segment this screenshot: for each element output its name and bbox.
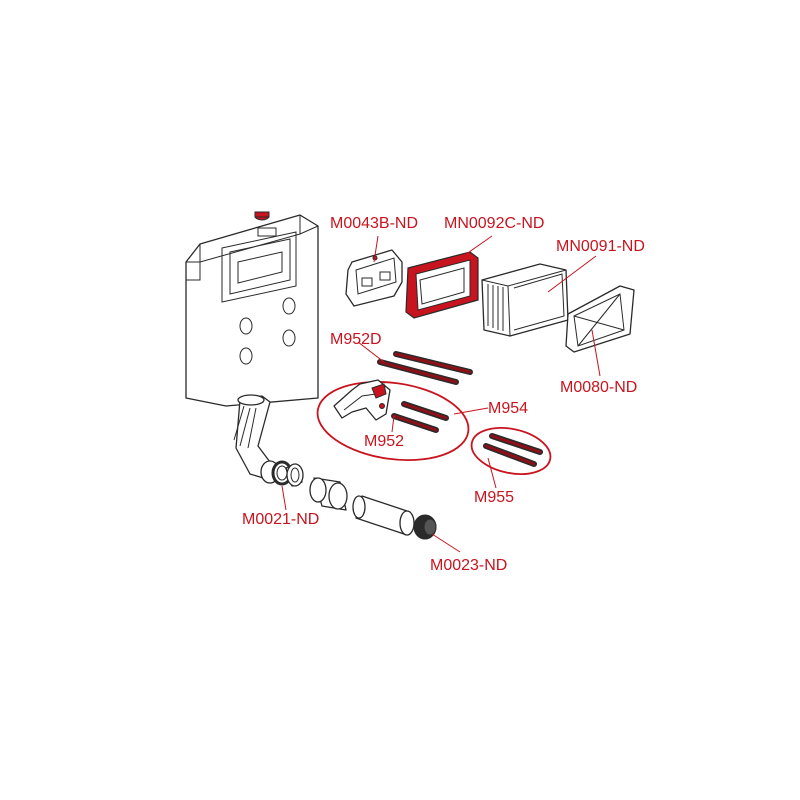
flush-elbow — [233, 394, 280, 484]
pipe-connector — [285, 463, 304, 487]
label-m0043b: M0043B-ND — [330, 215, 418, 232]
label-mn0091: MN0091-ND — [556, 238, 645, 255]
long-pipe — [352, 495, 415, 536]
box-mn0091 — [481, 263, 569, 337]
label-m0080: M0080-ND — [560, 379, 637, 396]
panel-m0080 — [565, 285, 635, 353]
label-m952: M952 — [364, 433, 404, 450]
rods-m952d — [377, 351, 473, 385]
label-m0023: M0023-ND — [430, 557, 507, 574]
label-m952d: M952D — [330, 331, 382, 348]
label-m954: M954 — [488, 400, 528, 417]
part-labels: M0043B-ND MN0092C-ND MN0091-ND M952D M95… — [242, 215, 645, 574]
label-mn0092c: MN0092C-ND — [444, 215, 544, 232]
group-m955 — [470, 427, 552, 475]
group-m954 — [316, 379, 470, 461]
label-m0021: M0021-ND — [242, 511, 319, 528]
label-m955: M955 — [474, 489, 514, 506]
leader-lines — [281, 235, 601, 553]
frame-mn0092c — [405, 251, 479, 319]
rubber-cap-m0023 — [413, 514, 437, 540]
bracket-m0043b — [345, 249, 403, 307]
cistern-tank — [185, 211, 319, 407]
short-pipe — [309, 477, 348, 511]
